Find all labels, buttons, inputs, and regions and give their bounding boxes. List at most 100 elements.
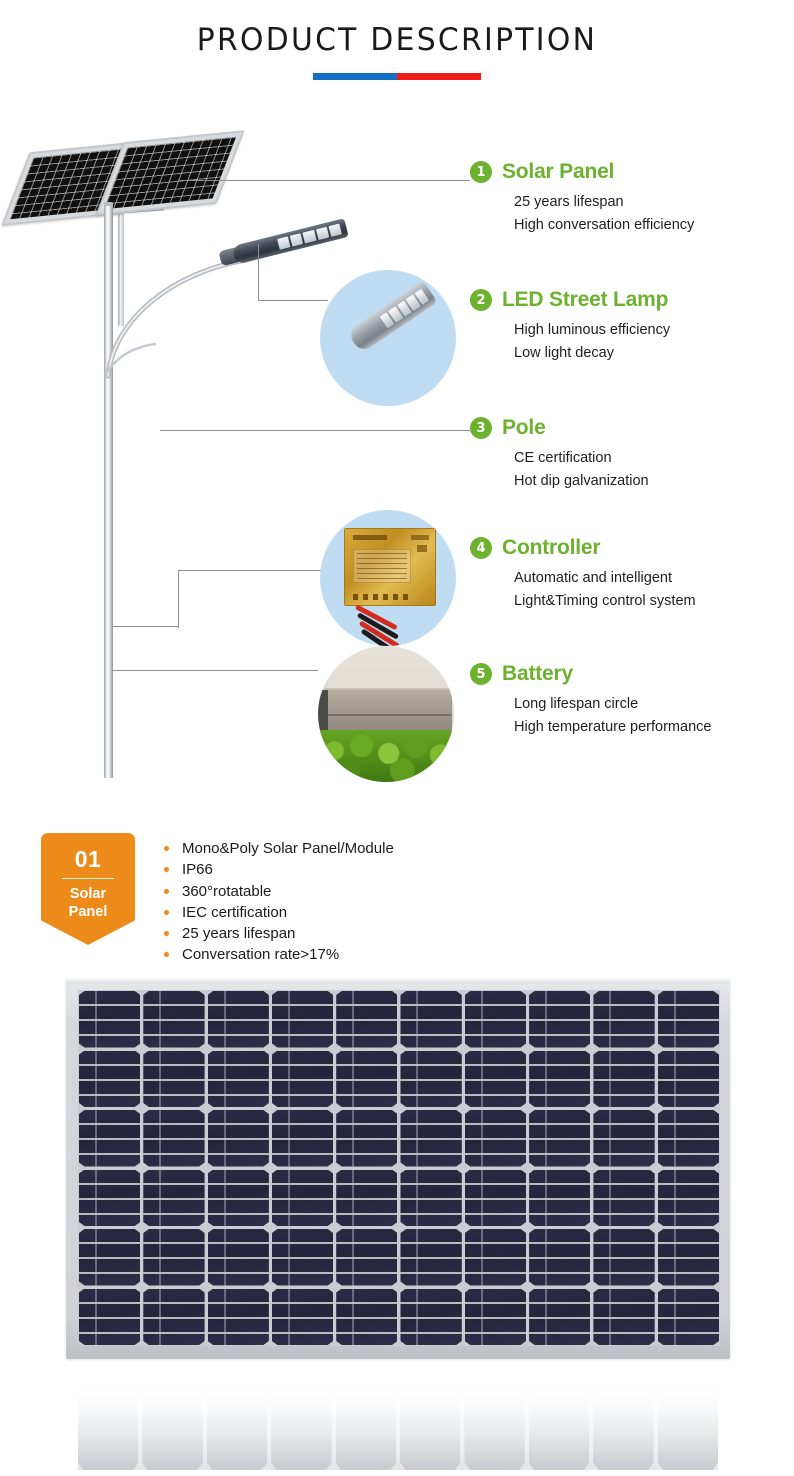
solar-cell xyxy=(400,1169,462,1226)
solar-cell xyxy=(336,1110,398,1167)
ribbon-separator xyxy=(62,878,114,879)
pole-cap xyxy=(104,202,113,208)
solar-cell xyxy=(529,1229,591,1286)
solar-cell xyxy=(464,1229,527,1286)
reflection-cell xyxy=(400,1362,460,1470)
lamp-arm xyxy=(104,258,274,380)
solar-cell xyxy=(400,1050,462,1107)
solar-cell xyxy=(143,1050,205,1107)
solar-cell xyxy=(657,1229,719,1286)
controller-label xyxy=(353,549,411,583)
reflection-cell xyxy=(336,1362,396,1470)
leader-line-controller-lower xyxy=(112,626,178,627)
solar-cell xyxy=(79,1288,141,1345)
leader-line-lamp-vertical xyxy=(258,244,259,300)
controller-ip-rating-mark xyxy=(411,535,429,540)
solar-cell xyxy=(464,1110,527,1167)
light-pole xyxy=(104,206,113,778)
solar-cell xyxy=(271,1229,334,1286)
solar-cell xyxy=(464,1050,527,1107)
panel-mount-mast xyxy=(118,214,124,326)
solar-cell xyxy=(657,1110,719,1167)
feature-line: 25 years lifespan xyxy=(514,194,624,210)
controller-wires xyxy=(354,602,436,646)
solar-cell xyxy=(593,1288,655,1345)
feature-item-pole: 3 Pole CE certification Hot dip galvaniz… xyxy=(470,416,794,494)
solar-cell xyxy=(143,991,205,1048)
spec-bullet-list: Mono&Poly Solar Panel/Module IP66 360°ro… xyxy=(160,838,560,966)
spec-number-ribbon: 01 Solar Panel xyxy=(41,833,135,945)
list-item: IP66 xyxy=(160,859,560,880)
solar-cell xyxy=(207,1229,269,1286)
solar-cell xyxy=(593,991,655,1048)
solar-cell xyxy=(529,991,591,1048)
reflection-cell xyxy=(593,1362,653,1470)
feature-title-3: Pole xyxy=(502,416,546,439)
list-item: 25 years lifespan xyxy=(160,923,560,944)
reflection-cell xyxy=(529,1362,589,1470)
panel-cells xyxy=(103,136,237,210)
feature-item-led-street-lamp: 2 LED Street Lamp High luminous efficien… xyxy=(470,288,794,366)
solar-panel-product-photo xyxy=(66,979,730,1359)
feature-line: Long lifespan circle xyxy=(514,696,639,712)
reflection-cell xyxy=(658,1362,718,1470)
solar-cell xyxy=(207,1050,269,1107)
solar-cell xyxy=(657,1288,719,1345)
solar-cell xyxy=(271,991,334,1048)
feature-badge-1: 1 xyxy=(470,161,492,183)
feature-title-2: LED Street Lamp xyxy=(502,288,669,311)
solar-cell xyxy=(207,991,269,1048)
solar-cell xyxy=(79,1050,141,1107)
title-divider xyxy=(313,73,481,80)
panel-reflection xyxy=(78,1362,718,1470)
feature-item-solar-panel: 1 Solar Panel 25 years lifespan High con… xyxy=(470,160,794,238)
reflection-cell xyxy=(271,1362,331,1470)
feature-badge-5: 5 xyxy=(470,663,492,685)
solar-cell xyxy=(529,1110,591,1167)
led-lamp-inset-photo xyxy=(320,270,456,406)
solar-cell xyxy=(464,1169,527,1226)
feature-line: CE certification xyxy=(514,450,612,466)
solar-cell xyxy=(657,1169,719,1226)
feature-title-1: Solar Panel xyxy=(502,160,615,183)
solar-cell xyxy=(529,1050,591,1107)
reflection-cell xyxy=(464,1362,524,1470)
feature-item-controller: 4 Controller Automatic and intelligent L… xyxy=(470,536,794,614)
leader-line-solar-panel xyxy=(178,180,470,181)
leader-line-controller xyxy=(178,570,326,571)
reflection-cells xyxy=(78,1362,718,1470)
solar-cell xyxy=(207,1169,269,1226)
ribbon-shape: 01 Solar Panel xyxy=(41,833,135,945)
list-item: IEC certification xyxy=(160,902,560,923)
feature-item-battery: 5 Battery Long lifespan circle High temp… xyxy=(470,662,794,740)
feature-line: Low light decay xyxy=(514,345,614,362)
list-item: Conversation rate>17% xyxy=(160,944,560,965)
solar-cell xyxy=(529,1288,591,1345)
solar-cell xyxy=(400,1229,462,1286)
controller-inset-photo xyxy=(320,510,456,646)
controller-terminals xyxy=(353,594,411,600)
spec-name-line1: Solar xyxy=(69,886,107,902)
reflection-cell xyxy=(78,1362,138,1470)
solar-street-light-illustration xyxy=(0,118,470,808)
feature-title-4: Controller xyxy=(502,536,601,559)
solar-cell xyxy=(207,1110,269,1167)
list-item: Mono&Poly Solar Panel/Module xyxy=(160,838,560,859)
leader-line-battery xyxy=(112,670,318,671)
leader-line-pole xyxy=(160,430,470,431)
battery-inset-photo xyxy=(318,646,454,782)
feature-badge-3: 3 xyxy=(470,417,492,439)
solar-cell xyxy=(143,1169,205,1226)
solar-cell xyxy=(464,1288,527,1345)
led-lamp-head xyxy=(218,214,350,267)
feature-line: High temperature performance xyxy=(514,719,712,736)
solar-cell xyxy=(336,1229,398,1286)
divider-blue-segment xyxy=(313,73,397,80)
solar-cell xyxy=(593,1229,655,1286)
solar-cell xyxy=(400,1110,462,1167)
spec-number: 01 xyxy=(74,846,102,872)
panel-cell-grid xyxy=(78,990,720,1346)
solar-cell xyxy=(529,1169,591,1226)
page-title: PRODUCT DESCRIPTION xyxy=(196,22,598,58)
